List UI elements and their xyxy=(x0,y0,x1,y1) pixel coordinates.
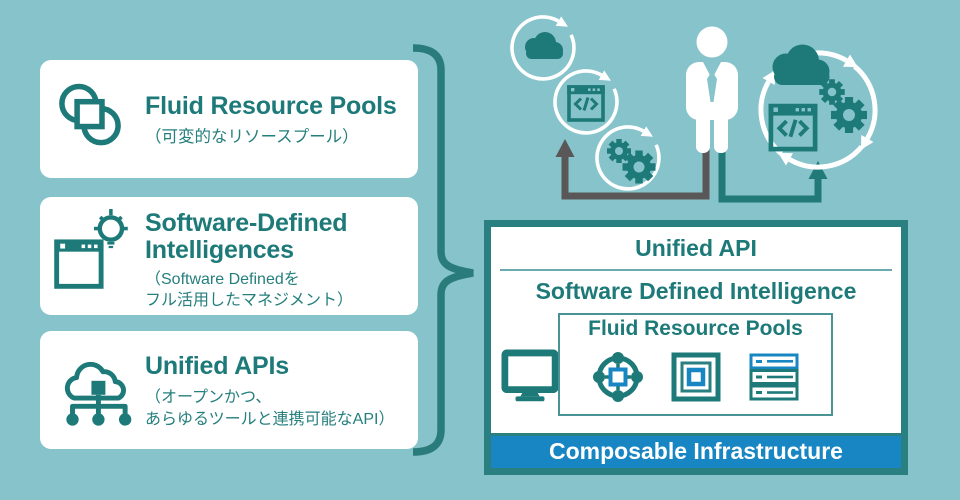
unified-api-label: Unified API xyxy=(635,235,757,261)
card-fluid-resource-pools: Fluid Resource Pools （可変的なリソースプール） xyxy=(40,60,418,178)
cloud-icon xyxy=(525,32,563,59)
composable-infrastructure-stack: Unified API Software Defined Intelligenc… xyxy=(484,220,908,475)
gear-icon xyxy=(622,150,656,184)
card-title-line2: Intelligences xyxy=(145,236,294,264)
card-unified-apis: Unified APIs （オープンかつ、 あらゆるツールと連携可能なAPI） xyxy=(40,331,418,449)
overlapping-circles-icon xyxy=(59,83,121,146)
cascade-step-cloud xyxy=(510,14,576,81)
card-subtitle-line2: あらゆるツールと連携可能なAPI） xyxy=(145,411,395,428)
card-software-defined-intelligences: Software-Defined Intelligences （Software… xyxy=(40,197,418,315)
nested-squares-icon xyxy=(671,352,720,402)
software-defined-intelligence-label: Software Defined Intelligence xyxy=(535,278,857,304)
gear-icon xyxy=(831,97,867,133)
composable-infrastructure-bar: Composable Infrastructure xyxy=(491,433,901,468)
code-window-icon xyxy=(769,104,818,149)
card-title: Software-Defined xyxy=(145,209,348,237)
monitor-icon xyxy=(501,349,559,402)
card-subtitle-line2: フル活用したマネジメント） xyxy=(145,292,354,309)
teal-feedback-arrow xyxy=(718,148,828,203)
card-subtitle: （Software Definedを xyxy=(145,271,300,288)
cloud-network-icon xyxy=(64,361,132,426)
composable-infrastructure-label: Composable Infrastructure xyxy=(549,438,843,464)
automation-cycle xyxy=(761,44,875,168)
dark-feedback-arrow xyxy=(555,139,710,200)
server-stack-icon xyxy=(749,353,798,401)
divider-line xyxy=(500,269,892,271)
cascade-step-code xyxy=(553,68,619,135)
fluid-resource-pools-box: Fluid Resource Pools xyxy=(558,313,833,416)
card-title: Fluid Resource Pools xyxy=(145,92,397,120)
automation-flow-illustration xyxy=(510,14,960,203)
person-icon xyxy=(686,26,738,153)
node-compass-icon xyxy=(592,352,643,402)
fluid-resource-pools-label: Fluid Resource Pools xyxy=(588,317,803,340)
gear-icon xyxy=(819,79,845,105)
card-subtitle: （可変的なリソースプール） xyxy=(145,128,359,146)
code-window-icon xyxy=(565,83,607,122)
window-lightbulb-icon xyxy=(54,209,128,289)
card-title: Unified APIs xyxy=(145,352,289,380)
curly-brace xyxy=(412,44,474,456)
card-subtitle: （オープンかつ、 xyxy=(145,389,272,406)
cascade-step-gears xyxy=(595,124,661,191)
